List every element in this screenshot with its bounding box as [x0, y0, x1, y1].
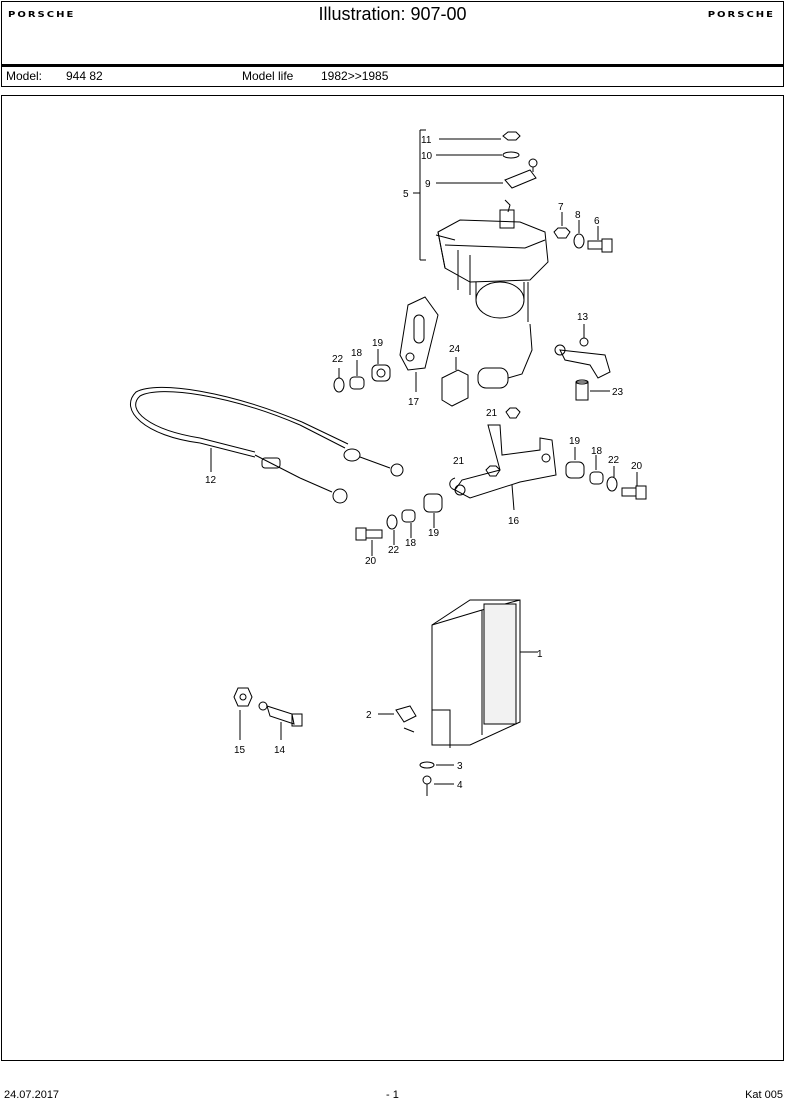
bolt-20-right: [621, 472, 647, 500]
callout-22-lower: 22: [388, 545, 400, 556]
cable-plug: [477, 323, 533, 389]
callout-3: 3: [457, 761, 463, 772]
control-unit-1: [431, 599, 538, 748]
footer-page: - 1: [386, 1089, 399, 1101]
callout-16: 16: [508, 516, 520, 527]
nut-21-lower: [485, 465, 501, 477]
nut-7: [553, 212, 571, 239]
washer-22-lower: [386, 514, 398, 545]
model-life-value: 1982>>1985: [321, 69, 389, 83]
screw-4: [422, 775, 454, 796]
porsche-logo-right: PORSCHE: [707, 11, 775, 20]
callout-21-upper: 21: [486, 408, 498, 419]
bushing-19-right: [565, 447, 585, 479]
sleeve-18-upper: [349, 360, 365, 390]
callout-10: 10: [421, 151, 433, 162]
callout-14: 14: [274, 745, 286, 756]
model-life-label: Model life: [242, 69, 294, 83]
callout-12: 12: [205, 475, 217, 486]
sleeve-18-right: [589, 455, 604, 485]
callout-15: 15: [234, 745, 246, 756]
sensor-14: [258, 701, 303, 740]
throttle-cable-12: [130, 386, 404, 504]
callout-4: 4: [457, 780, 463, 791]
bracket-17: [399, 296, 439, 392]
callout-18-lower: 18: [405, 538, 417, 549]
illustration-title: Illustration: 907-00: [318, 4, 467, 24]
diagram-frame: [1, 95, 784, 1061]
callout-1: 1: [537, 649, 543, 660]
bolt-6: [587, 226, 613, 253]
callout-5: 5: [403, 189, 409, 200]
callout-20-right: 20: [631, 461, 643, 472]
leader-lines: [435, 154, 456, 241]
bolt-20-lower: [355, 527, 383, 556]
callout-18-upper: 18: [351, 348, 363, 359]
callout-17: 17: [408, 397, 420, 408]
callout-19-right: 19: [569, 436, 581, 447]
callout-13: 13: [577, 312, 589, 323]
callout-23: 23: [612, 387, 624, 398]
washer-3: [419, 761, 454, 769]
callout-2: 2: [366, 710, 372, 721]
washer-8: [573, 220, 585, 249]
nut-11: [439, 131, 521, 141]
callout-8: 8: [575, 210, 581, 221]
porsche-logo-left: PORSCHE: [8, 11, 76, 20]
model-value: 944 82: [66, 69, 103, 83]
callout-7: 7: [558, 202, 564, 213]
nut-21-upper: [505, 407, 521, 419]
callout-11: 11: [421, 135, 432, 146]
ball-joint-13: [554, 324, 611, 379]
page-header: PORSCHE Illustration: 907-00 PORSCHE: [1, 1, 784, 67]
clip-2: [378, 705, 417, 733]
callout-18-right: 18: [591, 446, 603, 457]
model-label: Model:: [6, 69, 43, 83]
callout-19-lower: 19: [428, 528, 440, 539]
lever-9: [436, 158, 538, 189]
callout-22-upper: 22: [332, 354, 344, 365]
callout-19-upper: 19: [372, 338, 384, 349]
bushing-19-upper: [371, 349, 391, 382]
bracket-16: [449, 424, 557, 511]
callout-21-lower: 21: [453, 456, 465, 467]
callout-22-right: 22: [608, 455, 620, 466]
washer-22-right: [606, 466, 618, 492]
callout-20-lower: 20: [365, 556, 377, 567]
washer-22-upper: [333, 368, 345, 393]
assembly-bracket-5: [413, 129, 426, 261]
model-info-bar: Model: 944 82 Model life 1982>>1985: [1, 67, 784, 87]
washer-10: [439, 151, 520, 159]
nut-15: [233, 687, 253, 740]
sleeve-18-lower: [401, 509, 416, 538]
actuator-housing-5: [437, 199, 549, 322]
callout-6: 6: [594, 216, 600, 227]
connector-24: [441, 357, 469, 407]
callout-labels: 1 2 3 4 5 6 7 8 9 10 11 12 13 14 15 16 1…: [205, 135, 643, 791]
callout-24: 24: [449, 344, 461, 355]
footer-date: 24.07.2017: [4, 1089, 60, 1101]
callout-9: 9: [425, 179, 431, 190]
bushing-19-lower: [423, 493, 443, 528]
footer-catalog: Kat 005: [745, 1089, 783, 1101]
sleeve-23: [575, 379, 610, 401]
